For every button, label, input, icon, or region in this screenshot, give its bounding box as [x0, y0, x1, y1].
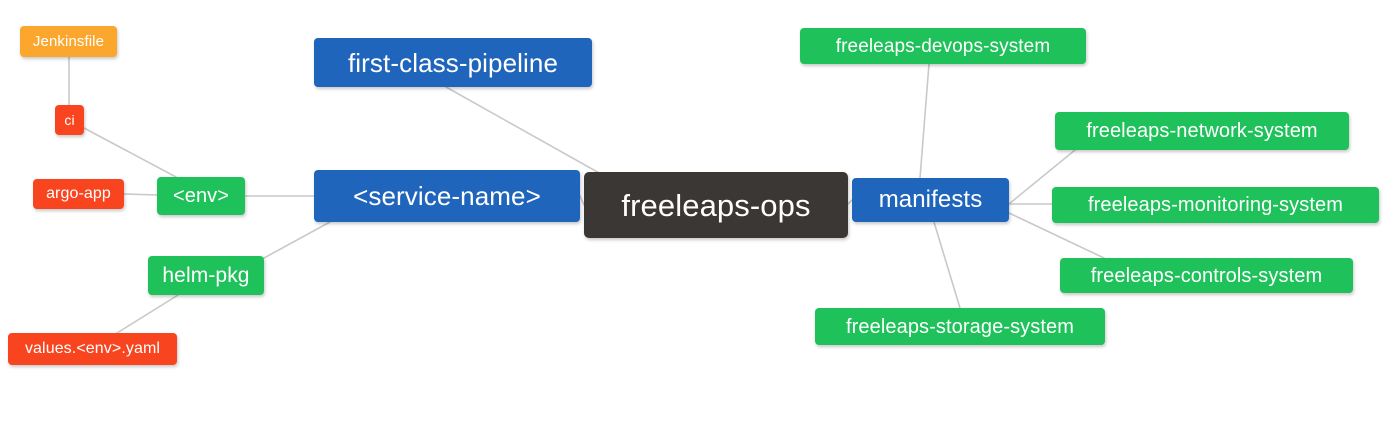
edge-manifests-to-freeleaps-network-system	[1008, 149, 1076, 205]
node-freeleaps-monitoring-system[interactable]: freeleaps-monitoring-system	[1052, 187, 1379, 223]
node-service-name[interactable]: <service-name>	[314, 170, 580, 222]
node-freeleaps-devops-system[interactable]: freeleaps-devops-system	[800, 28, 1086, 64]
node-jenkinsfile[interactable]: Jenkinsfile	[20, 26, 117, 57]
edge-freeleaps-ops-to-service-name	[579, 195, 585, 206]
edge-manifests-to-freeleaps-devops-system	[919, 63, 930, 179]
edge-env-to-ci	[83, 127, 177, 178]
edge-freeleaps-ops-to-manifests	[847, 199, 853, 205]
node-env[interactable]: <env>	[157, 177, 245, 215]
node-freeleaps-network-system[interactable]: freeleaps-network-system	[1055, 112, 1349, 150]
node-ci[interactable]: ci	[55, 105, 84, 135]
node-freeleaps-controls-system[interactable]: freeleaps-controls-system	[1060, 258, 1353, 293]
edge-manifests-to-freeleaps-storage-system	[933, 221, 961, 309]
node-argo-app[interactable]: argo-app	[33, 179, 124, 209]
edge-manifests-to-freeleaps-controls-system	[1008, 212, 1105, 259]
node-first-class-pipeline[interactable]: first-class-pipeline	[314, 38, 592, 87]
node-values-env-yaml[interactable]: values.<env>.yaml	[8, 333, 177, 365]
node-manifests[interactable]: manifests	[852, 178, 1009, 222]
node-helm-pkg[interactable]: helm-pkg	[148, 256, 264, 295]
edge-service-name-to-helm-pkg	[263, 221, 331, 259]
edge-freeleaps-ops-to-first-class-pipeline	[445, 86, 602, 175]
edge-env-to-argo-app	[123, 193, 158, 196]
node-freeleaps-ops[interactable]: freeleaps-ops	[584, 172, 848, 238]
edge-helm-pkg-to-values-env-yaml	[116, 294, 179, 334]
node-freeleaps-storage-system[interactable]: freeleaps-storage-system	[815, 308, 1105, 345]
